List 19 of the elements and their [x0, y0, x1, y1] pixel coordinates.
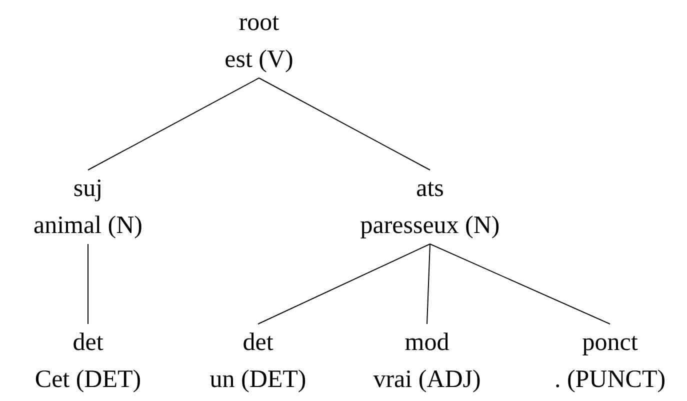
tree-edge: [88, 78, 260, 170]
dependency-label: det: [242, 328, 274, 358]
tree-edge: [258, 78, 430, 170]
word-label: paresseux (N): [360, 211, 500, 241]
dependency-label: ats: [416, 174, 444, 204]
word-label: un (DET): [210, 365, 306, 395]
word-label: est (V): [224, 45, 294, 75]
word-label: animal (N): [34, 211, 142, 241]
dependency-label: det: [72, 328, 104, 358]
dependency-label: suj: [73, 174, 103, 204]
tree-edge: [258, 244, 430, 324]
dependency-label: root: [238, 8, 280, 38]
word-label: Cet (DET): [34, 365, 142, 395]
dependency-label: mod: [404, 328, 450, 358]
tree-edge: [426, 244, 430, 324]
dependency-label: ponct: [582, 328, 638, 358]
word-label: . (PUNCT): [554, 365, 666, 395]
word-label: vrai (ADJ): [373, 365, 481, 395]
tree-edge: [430, 244, 610, 324]
